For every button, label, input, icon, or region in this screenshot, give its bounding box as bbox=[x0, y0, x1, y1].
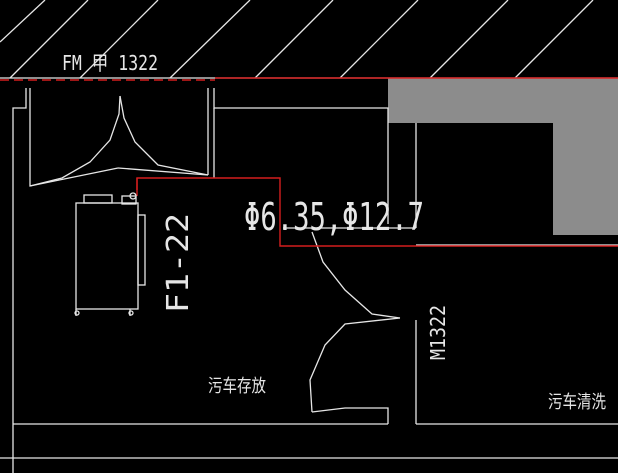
room-label-left: 污车存放 bbox=[208, 376, 266, 397]
grey-fill-area bbox=[388, 78, 618, 235]
pipe-size-label: Φ6.35,Φ12.7 bbox=[244, 195, 424, 239]
indoor-unit bbox=[74, 192, 146, 316]
door-tag-label: M1322 bbox=[426, 305, 450, 360]
fire-door-label: FM 甲 1322 bbox=[62, 51, 158, 75]
unit-tag-label: F1-22 bbox=[161, 213, 196, 313]
hatch-pattern bbox=[0, 0, 594, 79]
walls bbox=[0, 88, 618, 473]
lower-door-swing bbox=[309, 231, 401, 413]
room-label-right: 污车清洗 bbox=[548, 392, 606, 413]
double-door-swing bbox=[29, 95, 209, 187]
